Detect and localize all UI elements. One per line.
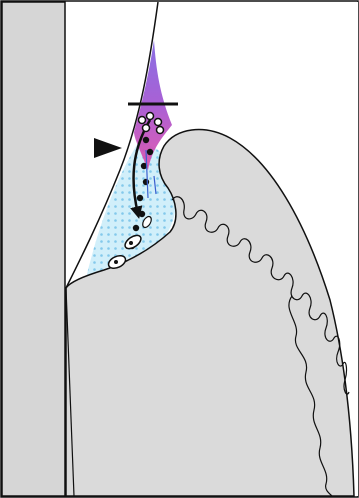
bacteria-dot: [137, 195, 143, 201]
leukocyte-nucleus: [114, 260, 118, 264]
bacteria-dot: [143, 179, 149, 185]
epithelial-cell: [147, 113, 154, 120]
bacteria-dot: [133, 225, 139, 231]
epithelial-cell: [143, 125, 150, 132]
epithelial-cell: [157, 127, 164, 134]
bacteria-dot: [139, 211, 145, 217]
leukocyte-nucleus: [129, 241, 133, 245]
epithelial-cell: [155, 119, 162, 126]
bacteria-dot: [143, 137, 149, 143]
epithelial-cell: [139, 117, 146, 124]
bacteria-dot: [147, 149, 153, 155]
arrowhead-marker-icon: [94, 138, 122, 158]
tooth-wall: [2, 2, 65, 496]
